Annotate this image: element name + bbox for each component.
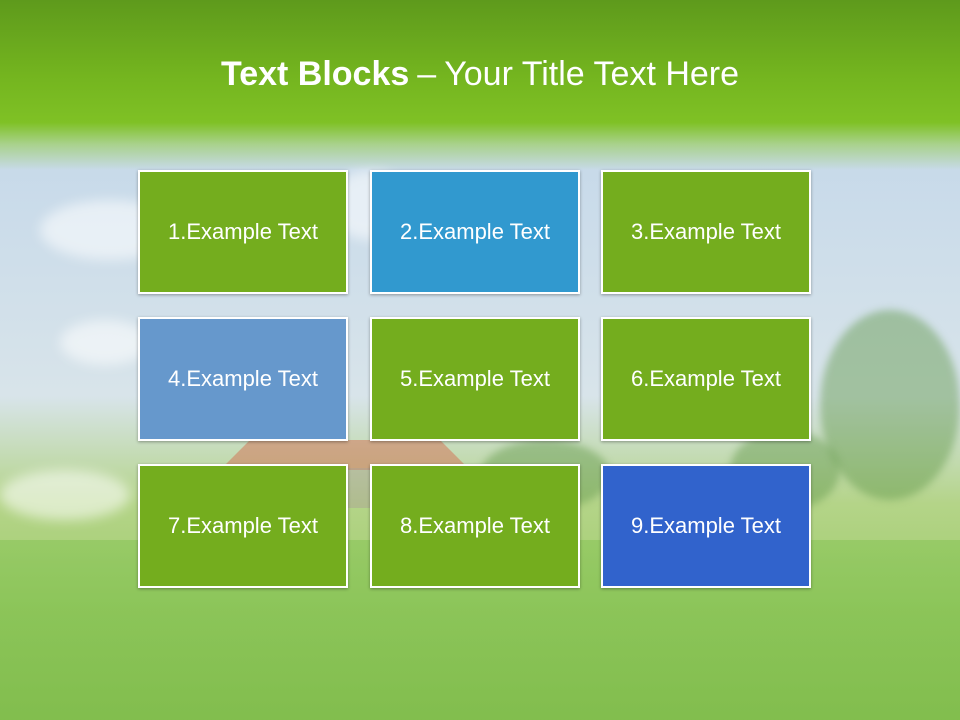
text-block-1[interactable]: 1.Example Text [138,170,348,294]
cloud-left-bottom [0,470,130,520]
header-band [0,0,960,170]
cloud-left-lower [60,320,150,365]
text-block-label: 9.Example Text [630,513,781,538]
text-block-label: 8.Example Text [399,513,550,538]
text-block-6[interactable]: 6.Example Text [601,317,811,441]
title-rest: Your Title Text Here [444,55,740,93]
text-block-label: 7.Example Text [167,513,318,538]
text-block-7[interactable]: 7.Example Text [138,464,348,588]
slide-title[interactable]: Text Blocks–Your Title Text Here [0,52,960,96]
text-block-label: 2.Example Text [399,219,550,244]
title-bold: Text Blocks [220,55,410,93]
text-block-label: 6.Example Text [630,366,781,391]
text-block-8[interactable]: 8.Example Text [370,464,580,588]
text-block-3[interactable]: 3.Example Text [601,170,811,294]
text-block-5[interactable]: 5.Example Text [370,317,580,441]
text-block-9[interactable]: 9.Example Text [601,464,811,588]
text-block-2[interactable]: 2.Example Text [370,170,580,294]
text-block-label: 5.Example Text [399,366,550,391]
text-block-label: 4.Example Text [167,366,318,391]
text-block-label: 3.Example Text [630,219,781,244]
text-block-label: 1.Example Text [167,219,318,244]
title-dash: – [417,55,437,93]
tree-right [820,310,960,500]
text-block-4[interactable]: 4.Example Text [138,317,348,441]
